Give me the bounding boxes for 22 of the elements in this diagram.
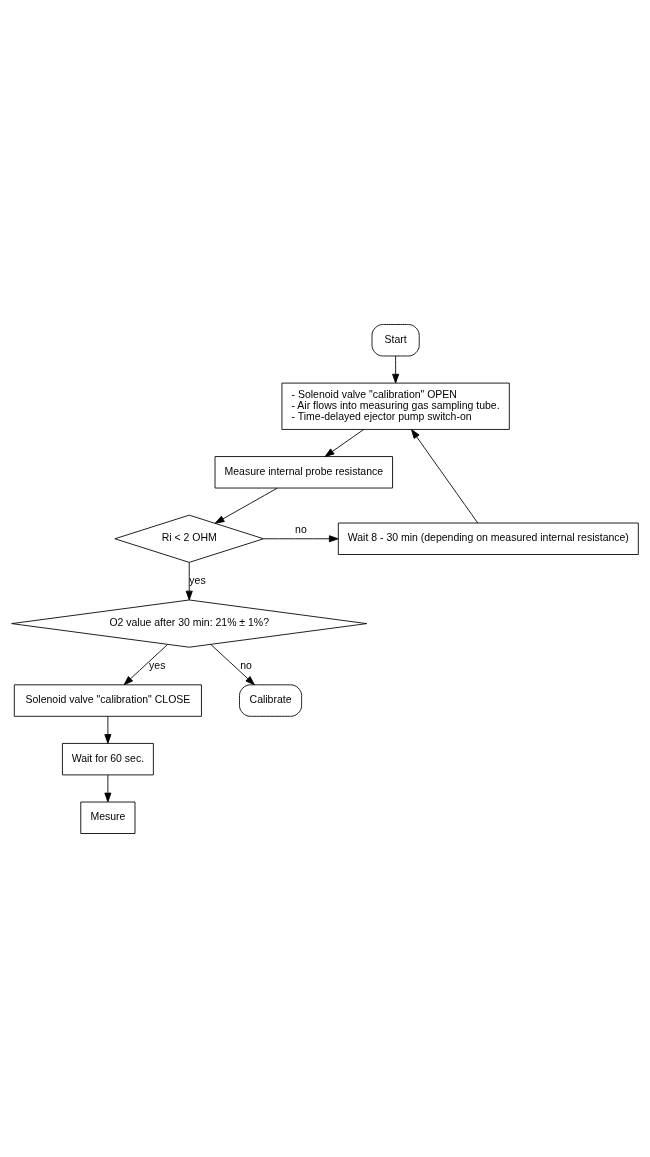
node-box: Calibrate xyxy=(239,683,303,717)
node-box: Start xyxy=(371,323,420,356)
node-box: Wait for 60 sec. xyxy=(61,742,154,775)
arrow xyxy=(324,428,365,457)
arrow xyxy=(104,715,112,744)
arrow xyxy=(263,534,339,542)
edge-label: no xyxy=(240,659,252,671)
arrow xyxy=(104,774,112,802)
arrow xyxy=(411,428,479,523)
node-diamond: O2 value after 30 min: 21% ± 1%? xyxy=(11,599,368,648)
arrow xyxy=(210,643,255,685)
edge-label: yes xyxy=(149,659,166,671)
node-box: - Solenoid valve "calibration" OPEN - Air flows into measuring gas sampling tube. - Time-delayed ejector pump switch-on xyxy=(281,382,510,430)
edge-label: no xyxy=(295,523,307,535)
node-box: Solenoid valve "calibration" CLOSE xyxy=(13,683,202,717)
node-box: Measure internal probe resistance xyxy=(214,455,393,488)
arrow xyxy=(392,355,400,383)
arrow xyxy=(123,643,168,685)
arrow xyxy=(185,561,193,600)
node-box: Mesure xyxy=(80,801,136,834)
arrow xyxy=(214,487,278,524)
node-box: Wait 8 - 30 min (depending on measured internal resistance) xyxy=(337,522,639,555)
